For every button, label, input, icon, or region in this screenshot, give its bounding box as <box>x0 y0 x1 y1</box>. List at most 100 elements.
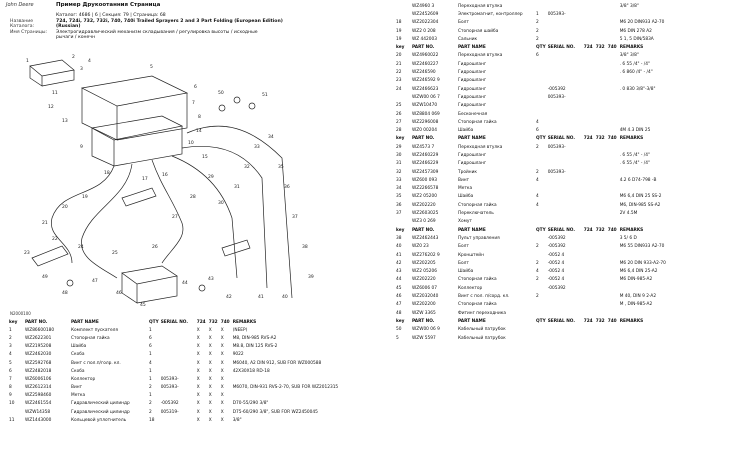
table-cell: 32 <box>396 169 402 175</box>
table-cell: 4 <box>536 202 539 208</box>
table-cell: WZ2592768 <box>25 360 52 366</box>
table-cell <box>583 218 595 226</box>
table-cell: X <box>220 401 224 407</box>
table-cell: 1 <box>149 368 152 374</box>
table-cell <box>607 27 619 35</box>
table-cell: 3 <box>9 344 12 350</box>
table-cell: X <box>208 335 212 341</box>
table-cell <box>583 284 595 292</box>
table-cell: X <box>220 335 224 341</box>
table-cell: X <box>208 393 212 399</box>
table-cell <box>583 309 595 317</box>
column-header: PART NAME <box>458 136 486 142</box>
table-cell <box>535 234 547 242</box>
table-cell: 005393- <box>547 169 566 175</box>
table-cell: Винт с пол. п/сорд. кл. <box>458 294 510 300</box>
table-cell: 40 <box>396 244 402 250</box>
table-cell: Кронштейн <box>458 252 484 258</box>
table-cell: WZ2195208 <box>25 344 52 350</box>
column-header: PART NO. <box>412 318 435 324</box>
table-cell: 36 <box>396 202 402 208</box>
table-cell: WZW00 06 9 <box>412 327 440 333</box>
table-cell <box>547 193 583 201</box>
table-cell: Метка <box>71 393 86 399</box>
table-cell: WZ2466623 <box>412 86 439 92</box>
table-cell <box>595 251 607 259</box>
table-cell: X <box>196 417 200 423</box>
table-cell: Гидрошланг <box>458 70 487 76</box>
table-cell <box>583 85 595 93</box>
table-cell <box>595 93 607 101</box>
table-cell <box>595 301 607 309</box>
table-cell <box>160 359 196 367</box>
table-cell <box>607 218 619 226</box>
cylinder-shape <box>31 245 69 267</box>
table-cell <box>535 77 547 85</box>
table-cell <box>160 392 196 400</box>
table-cell: 6 <box>149 344 152 350</box>
table-cell: Тройник <box>458 169 477 175</box>
table-cell <box>535 60 547 68</box>
table-cell <box>547 292 583 300</box>
table-cell: WZ2452609 <box>412 11 439 17</box>
table-cell: Переходная втулка <box>458 3 503 9</box>
control-unit-shape <box>121 265 178 304</box>
table-cell <box>535 2 547 10</box>
table-cell: Стопорная гайка <box>458 119 497 125</box>
table-cell: 24 <box>396 86 402 92</box>
hose-line <box>171 155 238 279</box>
table-cell: WZW10470 <box>412 103 438 109</box>
table-cell <box>607 251 619 259</box>
table-cell: 1 <box>536 11 539 17</box>
table-cell <box>547 301 583 309</box>
table-cell: X <box>208 368 212 374</box>
table-cell: 23 <box>396 78 402 84</box>
column-header: 740 <box>607 45 617 51</box>
table-cell: WZ6006 07 <box>412 285 437 291</box>
table-cell <box>547 209 583 217</box>
table-cell <box>619 284 725 292</box>
table-cell <box>619 168 725 176</box>
callout-label: 36 <box>284 184 290 190</box>
table-cell: Винт <box>458 177 470 183</box>
table-cell: Стопорная гайка <box>71 335 110 341</box>
table-cell <box>547 326 583 334</box>
table-cell: 42X30X18 RD-18 <box>232 368 270 374</box>
table-cell <box>583 292 595 300</box>
table-cell <box>547 151 583 159</box>
table-cell: Гидравлический цилиндр <box>71 409 130 415</box>
table-cell: M6 55 DIN933 A2-70 <box>619 244 665 250</box>
callout-label: 20 <box>62 204 68 210</box>
table-cell: WZ3 0 269 <box>412 219 436 225</box>
column-header: 732 <box>595 136 605 142</box>
callout-label: 22 <box>52 236 58 242</box>
table-cell: WZ2612314 <box>25 385 52 391</box>
table-cell: 5 <box>9 360 12 366</box>
table-cell <box>595 68 607 76</box>
table-cell <box>619 218 725 226</box>
table-cell: 29 <box>396 144 402 150</box>
table-cell: Переключатель <box>458 211 494 217</box>
hose-line <box>186 125 293 299</box>
table-cell <box>547 126 583 134</box>
table-cell <box>547 77 583 85</box>
table-cell: 2 <box>149 401 152 407</box>
table-cell <box>583 68 595 76</box>
table-cell <box>583 276 595 284</box>
meta-value: (Russian) <box>56 24 81 30</box>
table-cell: WZ1443000 <box>25 417 52 423</box>
table-cell <box>595 85 607 93</box>
table-cell: X <box>220 344 224 350</box>
table-cell: WZ8804 069 <box>412 111 440 117</box>
